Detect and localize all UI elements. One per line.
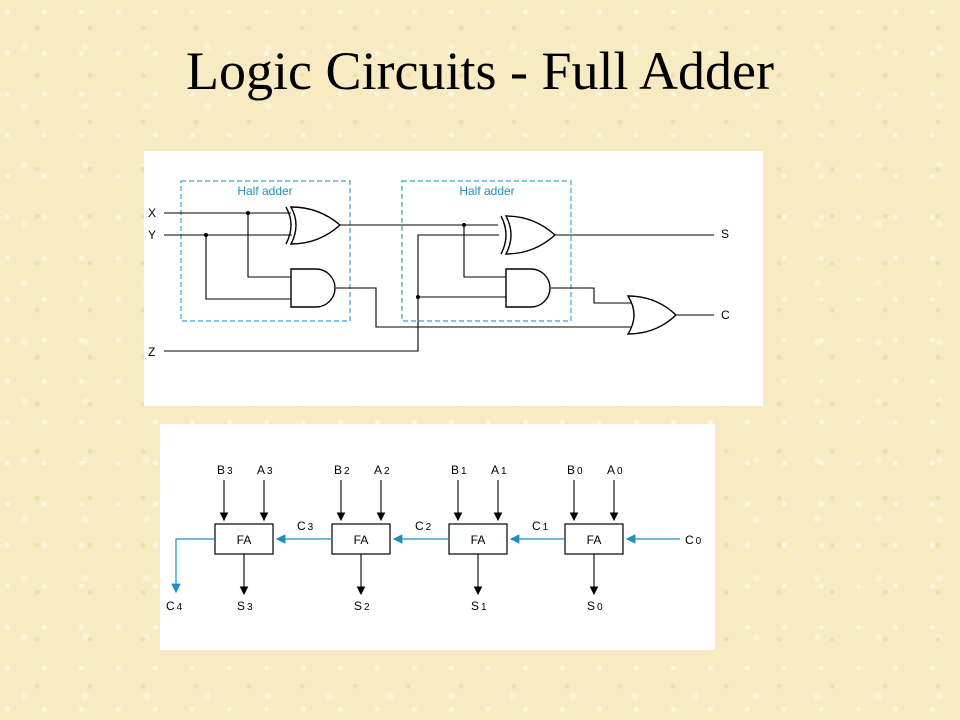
carry-lines bbox=[171, 534, 680, 594]
output-c-label: C bbox=[721, 308, 730, 322]
xor-gate-2 bbox=[500, 215, 557, 255]
input-z-label: Z bbox=[148, 345, 155, 359]
xor-gate-1 bbox=[285, 206, 342, 245]
full-adder-diagram: Half adder Half adder X Y Z S C bbox=[144, 151, 763, 406]
slide-title: Logic Circuits - Full Adder bbox=[186, 41, 774, 101]
input-x-label: X bbox=[148, 206, 156, 220]
wires bbox=[164, 212, 714, 352]
output-s-label: S bbox=[721, 227, 729, 241]
and-gate-1 bbox=[290, 268, 336, 308]
half-adder-box-2 bbox=[401, 180, 572, 322]
half-adder-label-1: Half adder bbox=[237, 184, 292, 198]
fa3-block-label: FA bbox=[237, 533, 252, 547]
half-adder-label-2: Half adder bbox=[459, 184, 514, 198]
or-gate bbox=[626, 295, 678, 335]
input-y-label: Y bbox=[148, 228, 156, 242]
half-adder-box-1 bbox=[180, 180, 351, 322]
fa0-block-label: FA bbox=[587, 533, 602, 547]
and-gate-2 bbox=[505, 268, 551, 308]
fa2-block-label: FA bbox=[354, 533, 369, 547]
full-adder-svg: Half adder Half adder X Y Z S C bbox=[148, 180, 730, 359]
fa1-block-label: FA bbox=[471, 533, 486, 547]
